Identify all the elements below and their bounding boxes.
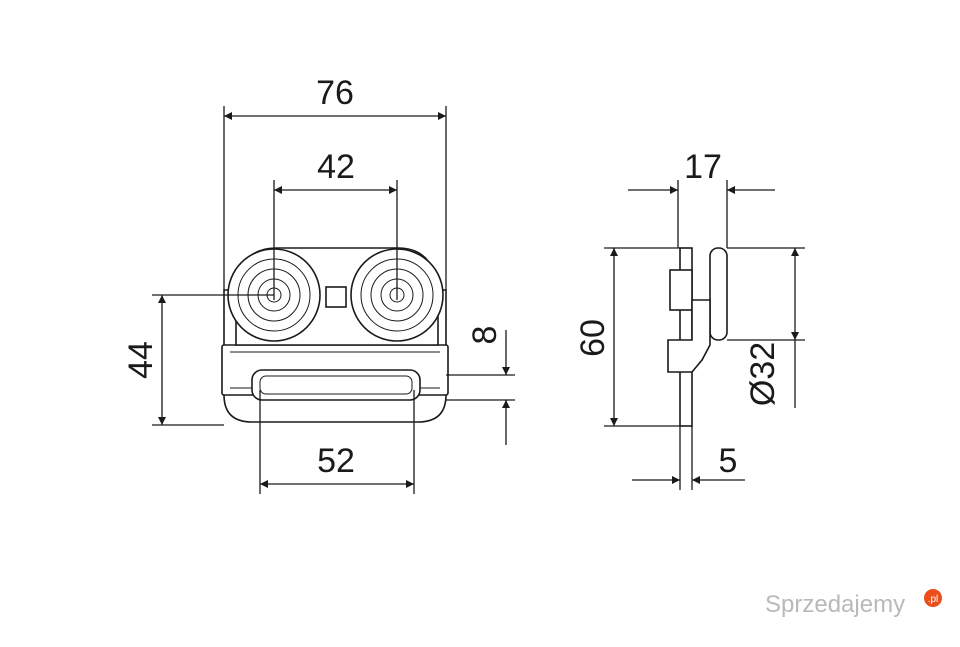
front-center-square <box>325 286 347 308</box>
watermark-text: Sprzedajemy <box>765 591 905 618</box>
dim-42-label: 42 <box>317 148 355 186</box>
side-view <box>667 247 728 427</box>
dim-44: 44 <box>122 294 274 426</box>
dim-60: 60 <box>574 247 680 427</box>
watermark-dot-icon <box>924 589 942 607</box>
dim-17-label: 17 <box>684 148 722 186</box>
dim-52: 52 <box>259 390 415 494</box>
dim-60-label: 60 <box>574 319 612 357</box>
side-wheel <box>709 247 728 341</box>
dim-42: 42 <box>273 148 398 300</box>
dim-32: Ø32 <box>727 247 805 408</box>
watermark-suffix: .pl <box>928 594 939 605</box>
dim-17: 17 <box>628 148 775 248</box>
side-bracket <box>667 299 711 373</box>
dim-8-label: 8 <box>466 326 504 345</box>
watermark: Sprzedajemy .pl <box>765 589 942 618</box>
dim-44-label: 44 <box>122 341 160 379</box>
front-slot <box>251 369 421 401</box>
dim-5: 5 <box>632 426 745 490</box>
dim-52-label: 52 <box>317 442 355 480</box>
dim-5-label: 5 <box>719 442 738 480</box>
dim-32-label: Ø32 <box>744 342 782 406</box>
side-axle-block <box>669 269 693 311</box>
dim-8: 8 <box>446 326 515 445</box>
dim-76-label: 76 <box>316 74 354 112</box>
dim-76: 76 <box>223 74 447 290</box>
